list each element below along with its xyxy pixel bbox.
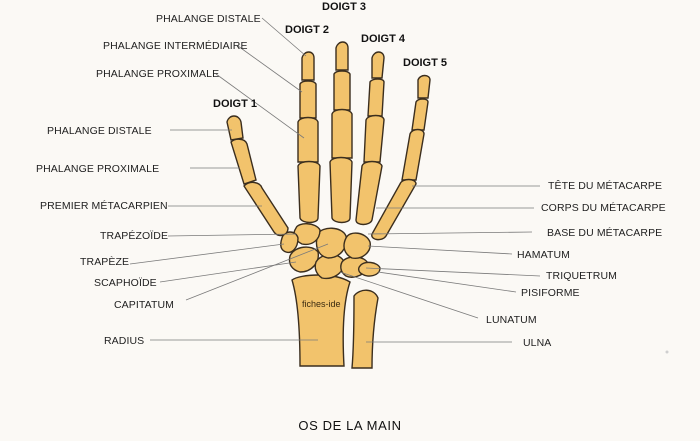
label-phalange-distale: PHALANGE DISTALE: [47, 125, 152, 137]
capitatum-bone: [315, 227, 347, 259]
finger4-label: DOIGT 4: [361, 33, 406, 45]
label-tete-metacarpe: TÊTE DU MÉTACARPE: [548, 179, 662, 192]
finger3-distal-phalanx: [335, 41, 349, 71]
finger4-proximal-phalanx: [363, 114, 385, 163]
label-phalange-intermediaire: PHALANGE INTERMÉDIAIRE: [103, 39, 248, 52]
label-hamatum: HAMATUM: [517, 249, 570, 261]
label-capitatum: CAPITATUM: [114, 299, 174, 311]
finger2-metacarpal: [297, 160, 321, 224]
label-trapezoide: TRAPÉZOÏDE: [100, 229, 168, 242]
finger2-middle-phalanx: [299, 80, 317, 119]
label-lunatum: LUNATUM: [486, 314, 537, 326]
radius-bone: [291, 274, 351, 367]
watermark: fiches-ide: [302, 299, 341, 309]
label-trapeze: TRAPÈZE: [80, 255, 129, 268]
finger2-distal-phalanx: [301, 51, 315, 81]
finger5-middle-phalanx: [411, 98, 429, 131]
label-radius: RADIUS: [104, 335, 144, 347]
diagram-title: OS DE LA MAIN: [298, 418, 401, 433]
ulna-bone: [351, 289, 379, 369]
finger3-middle-phalanx: [333, 70, 351, 111]
finger3-label: DOIGT 3: [322, 1, 366, 13]
finger4-distal-phalanx: [371, 51, 385, 79]
thumb-proximal-phalanx: [230, 138, 257, 185]
pisiforme-bone: [357, 261, 381, 277]
bones: [226, 41, 431, 369]
finger4-middle-phalanx: [367, 78, 385, 117]
label-phalange-proximale: PHALANGE PROXIMALE: [36, 163, 159, 175]
finger1-label: DOIGT 1: [213, 98, 257, 110]
label-scaphoide: SCAPHOÏDE: [94, 277, 157, 289]
finger2-proximal-phalanx: [297, 116, 319, 163]
label-base-metacarpe: BASE DU MÉTACARPE: [547, 226, 662, 239]
label-phalange-distale-top: PHALANGE DISTALE: [156, 13, 261, 25]
label-phalange-proximale-top: PHALANGE PROXIMALE: [96, 68, 219, 80]
thumb-distal-phalanx: [226, 115, 244, 141]
leader-lines: [129, 17, 541, 343]
thumb-metacarpal: [243, 181, 289, 237]
dot-mark: [665, 350, 669, 354]
finger5-proximal-phalanx: [401, 128, 425, 181]
trapeze-bone: [280, 231, 299, 254]
finger3-proximal-phalanx: [331, 108, 353, 159]
finger2-label: DOIGT 2: [285, 24, 329, 36]
finger5-label: DOIGT 5: [403, 57, 447, 69]
label-pisiforme: PISIFORME: [521, 287, 580, 299]
label-premier-metacarpien: PREMIER MÉTACARPIEN: [40, 199, 168, 212]
finger5-distal-phalanx: [417, 74, 431, 99]
finger3-metacarpal: [329, 156, 353, 224]
hamatum-bone: [343, 232, 371, 259]
label-corps-metacarpe: CORPS DU MÉTACARPE: [541, 201, 666, 214]
finger4-metacarpal: [355, 160, 383, 226]
finger5-metacarpal: [371, 178, 417, 241]
scaphoid-bone: [288, 246, 319, 273]
label-triquetrum: TRIQUETRUM: [546, 270, 617, 282]
label-ulna: ULNA: [523, 337, 551, 349]
